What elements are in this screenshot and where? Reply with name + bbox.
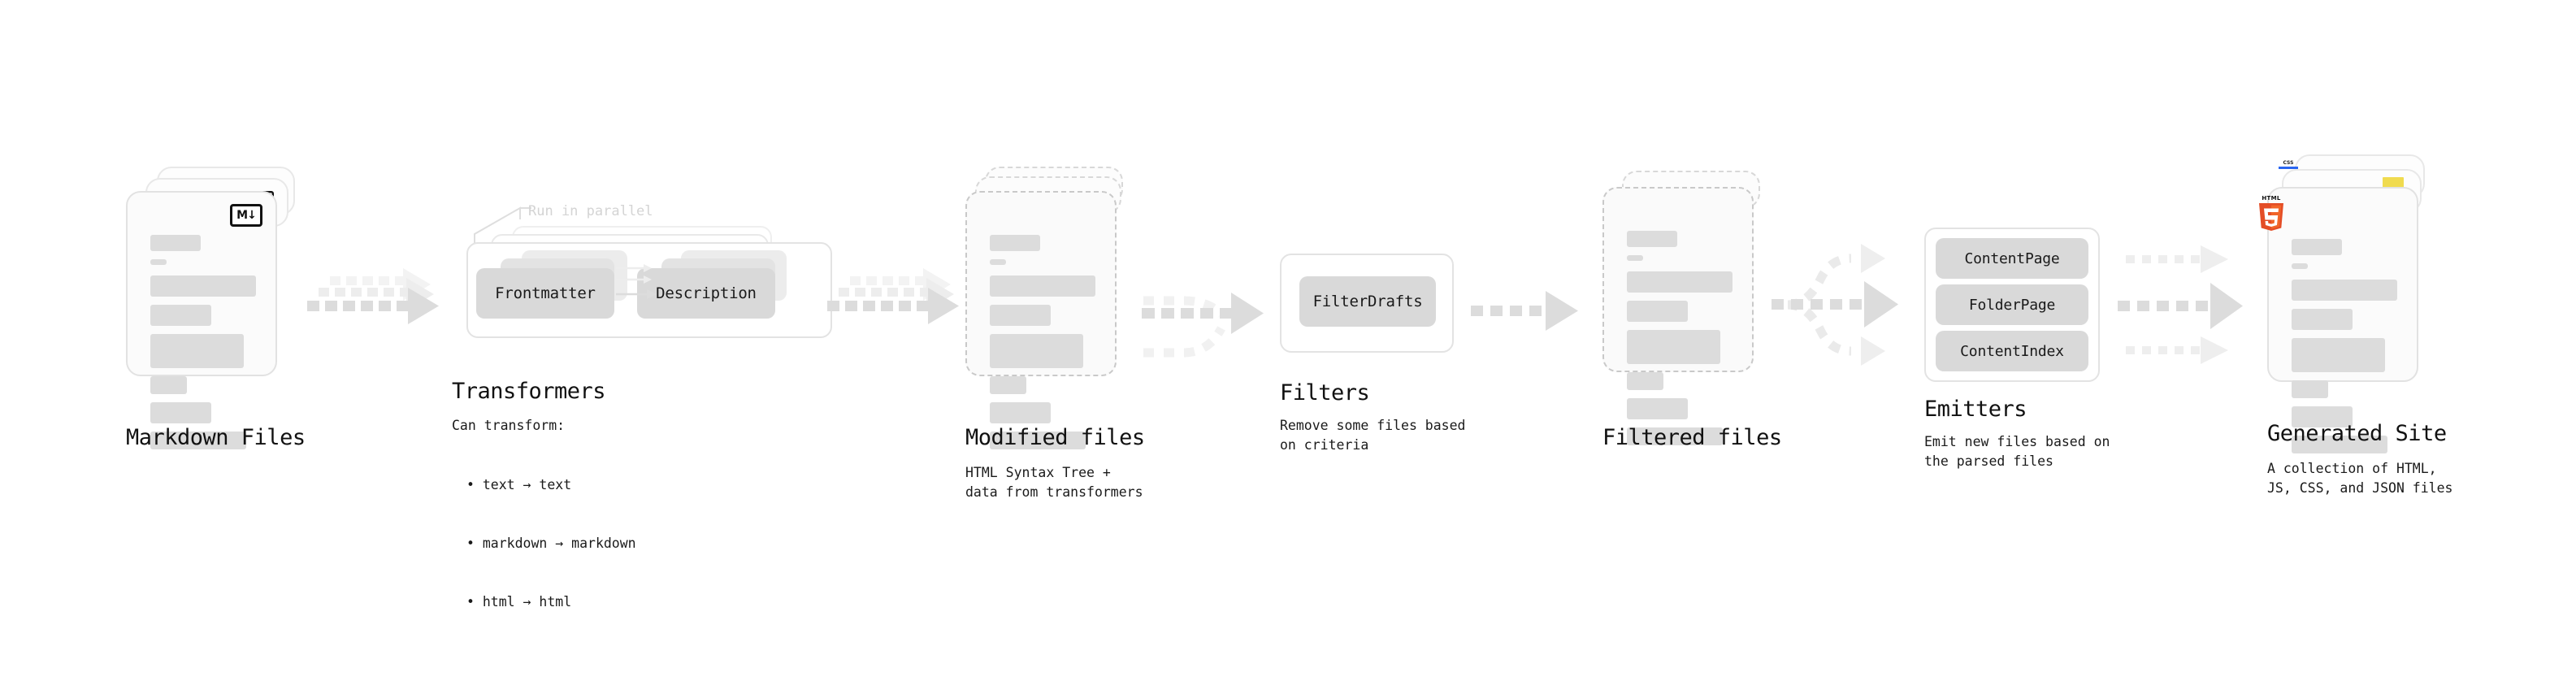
skeleton-line (990, 305, 1051, 326)
arrow-transformers-to-modified (827, 267, 961, 348)
skeleton-line (150, 235, 201, 251)
markdown-skeleton-lines (150, 235, 256, 458)
site-card-html: HTML (2259, 187, 2418, 453)
skeleton-line (2292, 436, 2387, 453)
skeleton-line (150, 432, 246, 449)
note-run-in-parallel: Run in parallel (528, 203, 653, 219)
arrow-modified-to-filters (1134, 268, 1280, 358)
skeleton-line (150, 305, 211, 326)
skeleton-line (1627, 372, 1663, 390)
subtitle-modified-files: HTML Syntax Tree + data from transformer… (965, 465, 1143, 500)
skeleton-line (150, 259, 167, 265)
markdown-card-front: M↓ (126, 191, 277, 449)
site-skeleton-lines (2292, 239, 2397, 462)
stage-transformers: Frontmatter Description (452, 203, 834, 349)
skeleton-line (2292, 280, 2397, 301)
stage-filters: FilterDrafts (1280, 254, 1459, 359)
skeleton-line (150, 402, 211, 423)
skeleton-line (1627, 271, 1733, 293)
arrow-filters-to-filtered (1471, 286, 1593, 343)
skeleton-line (150, 376, 187, 394)
skeleton-line (2292, 263, 2308, 269)
caption-generated-site: Generated Site (2267, 421, 2447, 446)
stage-emitters: ContentPage FolderPage ContentIndex (1924, 228, 2111, 390)
subtitle-filters: Remove some files based on criteria (1280, 418, 1466, 453)
caption-emitters: Emitters (1924, 397, 2027, 422)
skeleton-line (990, 275, 1095, 297)
skeleton-line (1627, 301, 1688, 322)
modified-skeleton-lines (990, 235, 1095, 458)
skeleton-line (2292, 338, 2385, 372)
caption-modified-files: Modified files (965, 425, 1145, 450)
stage-generated-site: CSS HTML (2259, 154, 2442, 453)
skeleton-line (990, 432, 1086, 449)
transformer-chip-description[interactable]: Description (637, 268, 775, 319)
modified-card-front (965, 191, 1117, 449)
skeleton-line (2292, 309, 2353, 330)
subtitle-emitters: Emit new files based on the parsed files (1924, 434, 2110, 469)
subtitle-generated-site: A collection of HTML, JS, CSS, and JSON … (2267, 461, 2453, 496)
caption-filters: Filters (1280, 380, 1370, 406)
css3-icon-label: CSS (2283, 160, 2294, 166)
skeleton-line (990, 402, 1051, 423)
transformers-bullet-0: • text → text (466, 477, 572, 492)
arrow-filtered-to-emitters (1770, 226, 1924, 380)
skeleton-line (990, 235, 1040, 251)
arrow-emitters-to-site (2113, 228, 2259, 382)
caption-transformers: Transformers (452, 379, 606, 404)
skeleton-line (990, 259, 1006, 265)
transformers-bullets: • text → text • markdown → markdown • ht… (466, 436, 636, 651)
filtered-card-front (1602, 187, 1754, 445)
arrow-markdown-to-transformers (307, 267, 441, 348)
skeleton-line (2292, 239, 2342, 255)
filter-chip-filterdrafts[interactable]: FilterDrafts (1299, 276, 1436, 327)
stage-markdown-files: M↓ M↓ M↓ (126, 167, 297, 449)
emitter-chip-folderpage[interactable]: FolderPage (1936, 284, 2088, 325)
emitter-chip-contentindex[interactable]: ContentIndex (1936, 331, 2088, 371)
transformer-chip-frontmatter[interactable]: Frontmatter (476, 268, 614, 319)
markdown-file-stack: M↓ M↓ M↓ (126, 167, 297, 449)
skeleton-line (150, 275, 256, 297)
skeleton-line (1627, 427, 1723, 445)
filtered-skeleton-lines (1627, 231, 1733, 453)
subtitle-transformers: Can transform: (452, 418, 566, 433)
css3-icon: CSS (2279, 161, 2298, 169)
caption-markdown-files: Markdown Files (126, 425, 306, 450)
html5-icon-label: HTML (2262, 195, 2281, 202)
emitter-chip-contentpage[interactable]: ContentPage (1936, 238, 2088, 279)
skeleton-line (2292, 406, 2353, 427)
transformers-bullet-2: • html → html (466, 594, 572, 609)
stage-modified-files (965, 167, 1136, 449)
skeleton-line (990, 334, 1083, 368)
skeleton-line (1627, 398, 1688, 419)
caption-filtered-files: Filtered files (1602, 425, 1782, 450)
transformers-bullet-1: • markdown → markdown (466, 536, 636, 551)
markdown-icon: M↓ (230, 204, 262, 227)
skeleton-line (2292, 380, 2328, 398)
css3-icon-bar (2279, 167, 2298, 169)
skeleton-line (1627, 255, 1643, 261)
skeleton-line (990, 376, 1026, 394)
stage-filtered-files (1602, 171, 1773, 445)
skeleton-line (1627, 231, 1677, 247)
skeleton-line (150, 334, 244, 368)
transformer-inner-arrows (616, 264, 657, 299)
skeleton-line (1627, 330, 1720, 364)
html5-icon: HTML (2257, 195, 2285, 231)
